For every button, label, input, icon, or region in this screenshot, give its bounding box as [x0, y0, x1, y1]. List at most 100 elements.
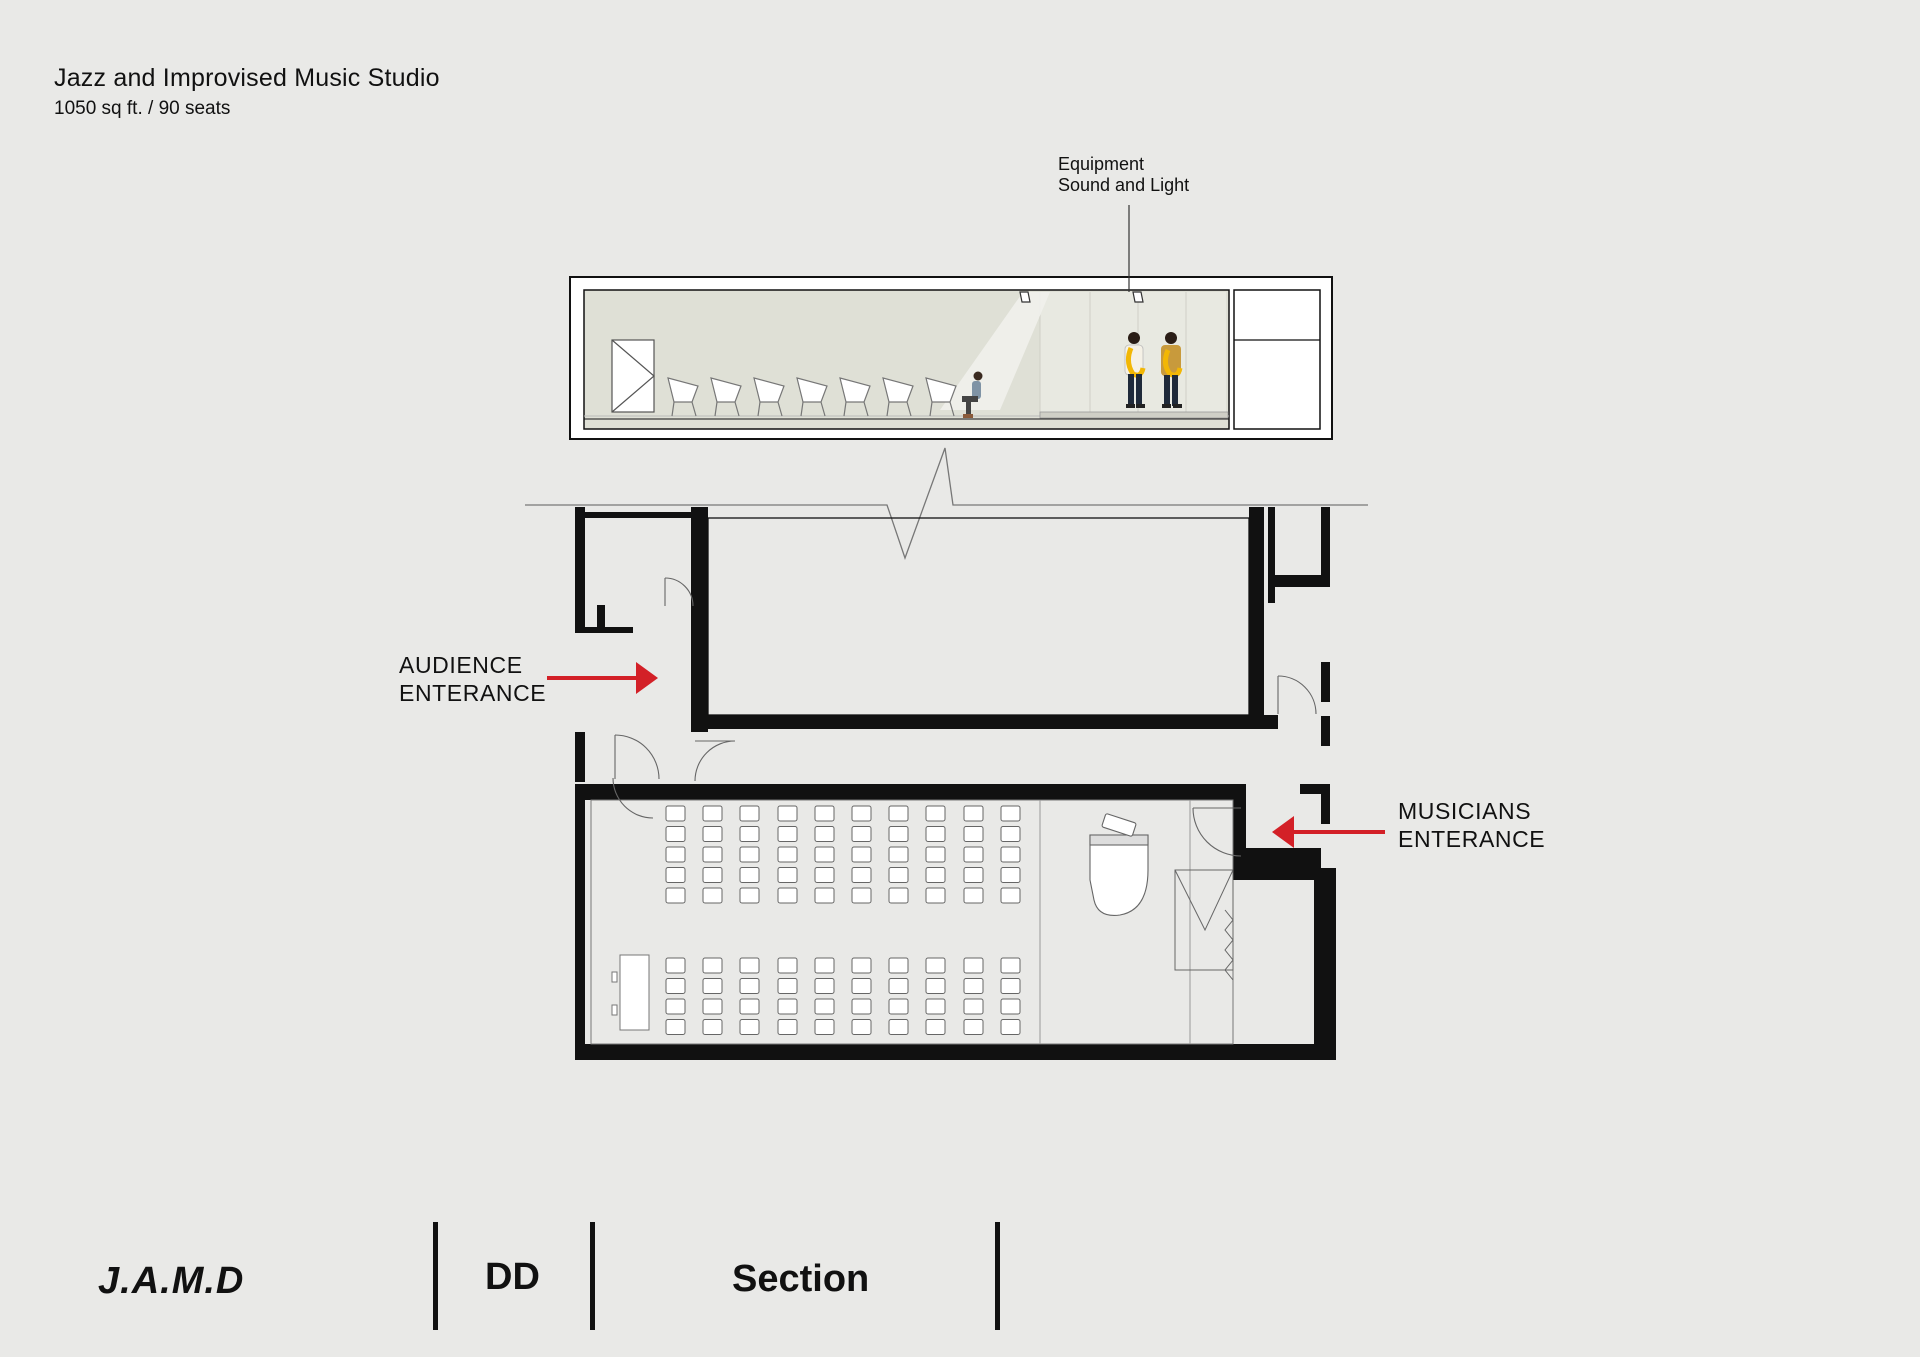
seat: [814, 826, 835, 842]
seat: [888, 998, 909, 1015]
seat: [739, 978, 760, 994]
seat: [739, 1019, 760, 1035]
section-chair: [710, 377, 742, 417]
seat: [925, 887, 946, 904]
seat: [963, 805, 984, 822]
seat: [814, 867, 835, 883]
seat: [925, 957, 946, 974]
seat: [665, 978, 686, 994]
seat: [777, 846, 798, 863]
seat: [814, 805, 835, 822]
seat: [1000, 826, 1021, 842]
seat: [851, 805, 872, 822]
seat: [777, 978, 798, 994]
audience-entrance-arrow: [547, 662, 658, 694]
seat: [777, 805, 798, 822]
seat: [665, 826, 686, 842]
section-chair: [839, 377, 871, 417]
seat: [963, 957, 984, 974]
seat: [665, 867, 686, 883]
saxophone-player-icon: [1161, 332, 1183, 408]
seat: [888, 1019, 909, 1035]
seat: [925, 978, 946, 994]
grand-piano-icon: [1089, 813, 1149, 916]
seat: [1000, 867, 1021, 883]
seat: [888, 846, 909, 863]
section-chair: [667, 377, 699, 417]
seat: [963, 887, 984, 904]
seat: [814, 998, 835, 1015]
seat: [1000, 887, 1021, 904]
seat: [739, 805, 760, 822]
section-chair: [753, 377, 785, 417]
seat: [739, 846, 760, 863]
seat: [739, 957, 760, 974]
seat: [1000, 998, 1021, 1015]
seat: [851, 867, 872, 883]
seat: [851, 957, 872, 974]
seat: [851, 1019, 872, 1035]
seat: [739, 867, 760, 883]
sheet-name: Section: [732, 1258, 870, 1300]
seat: [777, 957, 798, 974]
musicians-entrance-arrow: [1272, 816, 1385, 848]
equipment-label: Equipment: [1058, 154, 1145, 174]
seat: [665, 887, 686, 904]
seat: [851, 846, 872, 863]
seat: [702, 957, 723, 974]
seat: [1000, 957, 1021, 974]
audience-entrance-label-2: ENTERANCE: [399, 680, 547, 706]
spotlight-icon: [1019, 291, 1144, 303]
section-chair-row: [667, 377, 957, 417]
audience-entrance-label: AUDIENCE: [399, 652, 523, 678]
seat: [963, 1019, 984, 1035]
seat: [665, 805, 686, 822]
seat: [702, 1019, 723, 1035]
seat: [814, 978, 835, 994]
seat: [777, 826, 798, 842]
seat: [925, 867, 946, 883]
seat: [739, 887, 760, 904]
sheet-subtitle: 1050 sq ft. / 90 seats: [54, 98, 231, 119]
seat: [925, 1019, 946, 1035]
section-chair: [796, 377, 828, 417]
audience-seating-plan: [665, 805, 1021, 1035]
seat: [665, 957, 686, 974]
footer-divider: [433, 1222, 438, 1330]
seat: [777, 887, 798, 904]
seat: [851, 887, 872, 904]
seat: [963, 978, 984, 994]
seat: [925, 826, 946, 842]
seat: [665, 998, 686, 1015]
seat: [702, 887, 723, 904]
seat: [925, 805, 946, 822]
seat: [814, 887, 835, 904]
spotlight-beam: [940, 292, 1050, 410]
door-swing-icon: [612, 577, 1317, 857]
seat: [888, 978, 909, 994]
seat: [777, 1019, 798, 1035]
seat: [665, 846, 686, 863]
seat: [963, 867, 984, 883]
seat: [888, 957, 909, 974]
seat: [851, 826, 872, 842]
seat: [888, 887, 909, 904]
seat: [702, 846, 723, 863]
seat: [739, 826, 760, 842]
seat: [814, 1019, 835, 1035]
seat: [1000, 805, 1021, 822]
footer-divider: [995, 1222, 1000, 1330]
design-phase: DD: [485, 1256, 540, 1298]
bar-counter: [611, 954, 650, 1031]
seat: [888, 805, 909, 822]
seat: [963, 846, 984, 863]
musicians-entrance-label-2: ENTERANCE: [1398, 826, 1546, 852]
seat: [777, 998, 798, 1015]
seat: [739, 998, 760, 1015]
seat: [702, 805, 723, 822]
backstage-equipment: [1174, 869, 1234, 981]
seated-person-icon: [962, 371, 983, 418]
seat: [702, 978, 723, 994]
seat: [1000, 1019, 1021, 1035]
